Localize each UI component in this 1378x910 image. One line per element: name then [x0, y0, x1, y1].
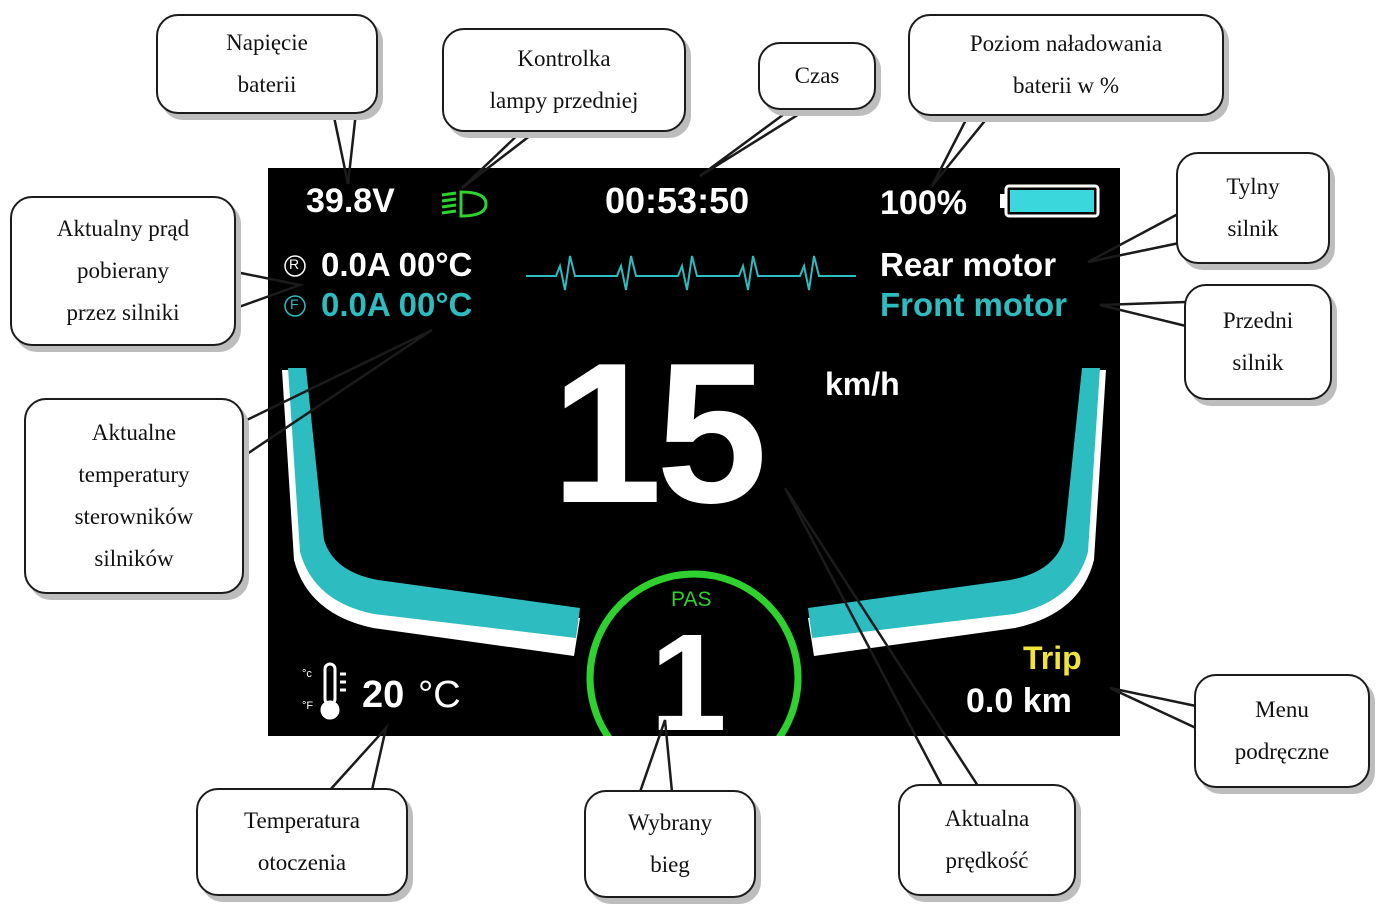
ambient-unit-f: °F: [302, 700, 314, 712]
trip-label: Trip: [1023, 640, 1082, 676]
headlight-icon: [441, 190, 488, 218]
gear-value: 1: [650, 606, 727, 736]
connector-time: [699, 104, 813, 178]
rear-indicator-letter: R: [289, 256, 300, 272]
rear-motor-current-temp: 0.0A 00°C: [321, 246, 473, 283]
speed-value: 15: [551, 322, 767, 545]
ambient-unit-c: °c: [302, 668, 312, 680]
battery-icon: [1000, 184, 1100, 218]
ambient-temp-unit: °C: [418, 674, 461, 716]
front-motor-current-temp: 0.0A 00°C: [321, 286, 473, 323]
clock-time: 00:53:50: [605, 180, 750, 221]
connector-quick-menu: [1109, 686, 1197, 730]
ebike-display-screen: R F 39.8V 00:53:50 100% 0.0A 00°C 0.0A 0…: [268, 168, 1120, 736]
battery-percent: 100%: [880, 184, 967, 222]
speed-unit: km/h: [825, 366, 900, 402]
rear-motor-label: Rear motor: [880, 246, 1057, 283]
connector-ambient-temp: [329, 723, 389, 791]
callout-time: Czas: [758, 42, 876, 110]
ambient-temp-value: 20: [362, 674, 405, 716]
front-motor-label: Front motor: [880, 286, 1067, 323]
battery-fill: [1010, 190, 1094, 212]
left-speed-bracket-teal: [288, 368, 580, 638]
battery-voltage: 39.8V: [306, 182, 395, 220]
thermometer-icon: [320, 662, 346, 720]
front-indicator-letter: F: [290, 296, 299, 312]
trip-value: 0.0 km: [966, 682, 1072, 720]
heartbeat-wave-icon: [526, 255, 856, 291]
pas-label: PAS: [671, 588, 712, 611]
